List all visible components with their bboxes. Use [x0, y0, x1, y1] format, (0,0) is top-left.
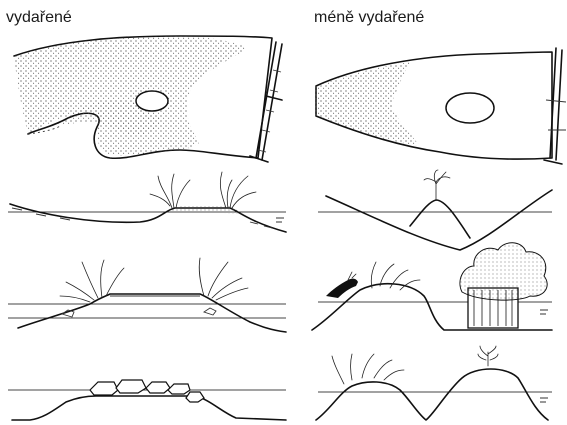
tree-canopy [460, 243, 547, 300]
island-plan-successful [136, 91, 168, 111]
section-successful-2 [8, 258, 286, 332]
section-less-successful-3 [316, 346, 552, 420]
section-successful-3 [8, 380, 286, 420]
outlet-monk-less-successful [544, 48, 566, 164]
reeds-mound-1 [332, 354, 404, 384]
reeds-right-island [371, 262, 420, 290]
reeds-left-1 [150, 172, 256, 208]
island-plan-less-successful [446, 93, 494, 123]
lone-tree [424, 170, 450, 200]
conical-island [410, 200, 470, 238]
stones [90, 380, 204, 402]
animal-silhouette [326, 272, 358, 298]
hut-with-trees [460, 243, 547, 328]
bottom-profile [18, 294, 286, 332]
bottom-profile [316, 369, 548, 420]
reeds-left-2 [60, 258, 248, 302]
section-less-successful-1 [318, 170, 552, 250]
outlet-monk-successful [250, 42, 282, 162]
bottom-profile [12, 396, 286, 420]
section-successful-1 [8, 172, 286, 232]
plan-view-less-successful [316, 48, 566, 164]
section-less-successful-2 [312, 243, 552, 330]
rocks-left [62, 308, 216, 317]
island-fill [168, 206, 242, 214]
tree-mound-2 [478, 346, 498, 366]
littoral-zone-successful [14, 36, 248, 156]
bottom-profile [326, 190, 552, 250]
bottom-profile [10, 204, 286, 232]
littoral-zone-less-successful [316, 62, 420, 146]
plan-view-successful [14, 36, 282, 162]
